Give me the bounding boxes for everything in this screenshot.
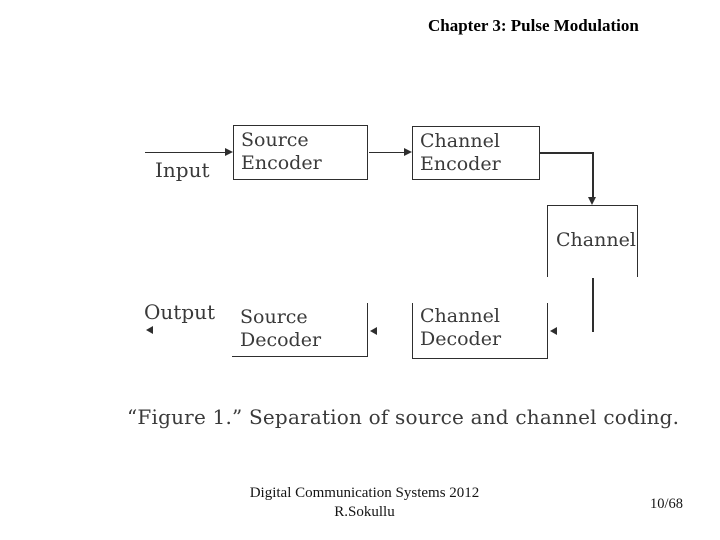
encoder-connector-arrowhead-icon: [404, 147, 412, 156]
source-decoder-label-line1: Source: [240, 306, 308, 328]
input-arrow-line: [145, 151, 226, 153]
input-label: Input: [155, 158, 210, 182]
encoder-connector-line: [368, 151, 405, 153]
channel-decoder-box: Channel Decoder: [412, 303, 548, 359]
source-decoder-arrowhead-icon: [369, 326, 377, 335]
source-encoder-label-line1: Source: [241, 129, 309, 151]
channel-connector-hline: [540, 152, 594, 154]
channel-decoder-label-line2: Decoder: [420, 328, 502, 350]
source-decoder-box: Source Decoder: [232, 303, 368, 357]
slide-footer: Digital Communication Systems 2012 R.Sok…: [222, 484, 507, 522]
slide-title: Chapter 3: Pulse Modulation: [428, 16, 639, 35]
source-encoder-label-line2: Encoder: [241, 152, 322, 174]
channel-label: Channel: [556, 229, 636, 251]
input-arrowhead-icon: [225, 147, 233, 156]
channel-box: Channel: [547, 205, 638, 277]
source-decoder-label-line2: Decoder: [240, 329, 322, 351]
output-arrowhead-icon: [146, 325, 153, 334]
channel-connector-vline: [592, 152, 594, 198]
channel-decoder-label-line1: Channel: [420, 305, 500, 327]
channel-connector-arrowhead-icon: [588, 197, 596, 205]
channel-decoder-arrowhead-icon: [549, 326, 557, 335]
figure-caption: “Figure 1.” Separation of source and cha…: [127, 405, 680, 429]
channel-encoder-label-line1: Channel: [420, 130, 500, 152]
channel-encoder-label-line2: Encoder: [420, 153, 501, 175]
footer-author: R.Sokullu: [334, 504, 395, 520]
page-number: 10/68: [650, 496, 684, 512]
channel-output-vline: [592, 278, 594, 332]
output-label: Output: [144, 300, 216, 324]
source-encoder-box: Source Encoder: [233, 125, 368, 180]
channel-encoder-box: Channel Encoder: [412, 126, 540, 180]
footer-course-name: Digital Communication Systems 2012: [249, 485, 480, 501]
